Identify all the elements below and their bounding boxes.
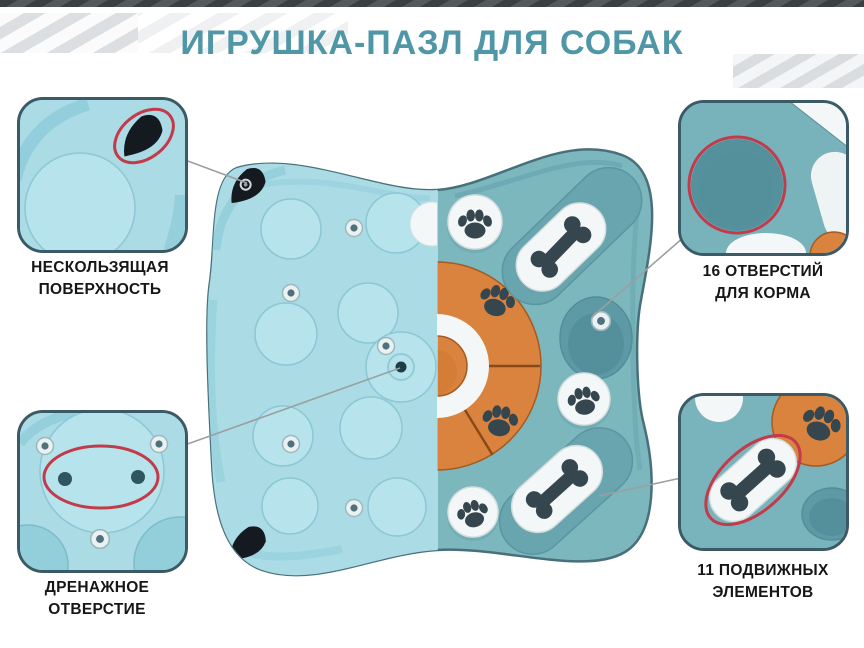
callout-nonslip-label: НЕСКОЛЬЗЯЩАЯ ПОВЕРХНОСТЬ — [5, 257, 195, 300]
bone-slider — [501, 166, 643, 306]
foot-bump — [261, 477, 319, 535]
paw-button — [557, 372, 611, 429]
callout-drainage-label: ДРЕНАЖНОЕ ОТВЕРСТИЕ — [7, 577, 187, 620]
hatch-stripes-top-left — [0, 13, 138, 53]
toy-underside-half — [207, 149, 437, 576]
screw-icon — [376, 336, 396, 356]
annotation-circle — [42, 444, 160, 510]
leader-line-sliders — [598, 477, 682, 497]
hatch-stripes-right — [733, 54, 864, 88]
top-border-decoration — [0, 0, 864, 7]
drainage-hole-bump — [365, 331, 437, 403]
foot-bump — [367, 477, 427, 537]
screw-icon — [344, 218, 364, 238]
screw-icon — [344, 498, 364, 518]
annotation-circle — [113, 107, 175, 165]
drainage-hole-zoom — [58, 472, 72, 486]
non-slip-pad-zoom — [124, 114, 163, 157]
toy-topside-half — [437, 159, 643, 555]
callout-nonslip-label-line1: НЕСКОЛЬЗЯЩАЯ — [31, 259, 169, 276]
paw-button — [447, 486, 499, 541]
callout-nonslip-photo — [17, 97, 188, 253]
screw-icon — [281, 283, 301, 303]
foot-bump — [254, 302, 318, 366]
callout-sliders-label: 11 ПОДВИЖНЫХ ЭЛЕМЕНТОВ — [668, 560, 858, 603]
screw-icon — [281, 434, 301, 454]
annotation-circle — [704, 433, 802, 527]
callout-sliders-label-line1: 11 ПОДВИЖНЫХ — [697, 562, 829, 579]
foot-bump — [260, 198, 322, 260]
bone-slider-zoom — [704, 433, 802, 527]
callout-food-holes-photo — [678, 100, 849, 256]
callout-sliders-label-line2: ЭЛЕМЕНТОВ — [712, 583, 814, 601]
leader-line-drainage — [153, 367, 401, 457]
callout-sliders-photo — [678, 393, 849, 551]
callout-nonslip-label-line2: ПОВЕРХНОСТЬ — [38, 280, 162, 298]
leader-line-food-holes — [591, 236, 685, 318]
foot-bump — [339, 396, 403, 460]
foot-bump — [337, 282, 399, 344]
non-slip-pad — [230, 526, 266, 560]
callout-drainage-label-line1: ДРЕНАЖНОЕ — [44, 579, 150, 596]
drainage-hole — [395, 361, 407, 373]
foot-bump — [252, 405, 314, 467]
callout-drainage-label-line2: ОТВЕРСТИЕ — [48, 600, 146, 618]
callout-food-holes-label-line2: ДЛЯ КОРМА — [715, 284, 811, 302]
screw-icon — [35, 436, 55, 456]
screw-icon — [89, 528, 111, 550]
center-ring — [437, 314, 489, 418]
screw-icon — [149, 434, 169, 454]
paw-button — [447, 194, 503, 253]
bone-slider — [498, 427, 634, 555]
callout-drainage-photo — [17, 410, 188, 573]
callout-food-holes-label-line1: 16 ОТВЕРСТИЙ — [702, 263, 824, 280]
orange-disc-edge — [809, 231, 846, 253]
callout-food-holes-label: 16 ОТВЕРСТИЙ ДЛЯ КОРМА — [668, 261, 858, 304]
drainage-hole-zoom — [131, 470, 145, 484]
food-hole — [559, 296, 633, 380]
page-title: ИГРУШКА-ПАЗЛ ДЛЯ СОБАК — [180, 24, 684, 62]
annotation-circle — [687, 135, 787, 235]
